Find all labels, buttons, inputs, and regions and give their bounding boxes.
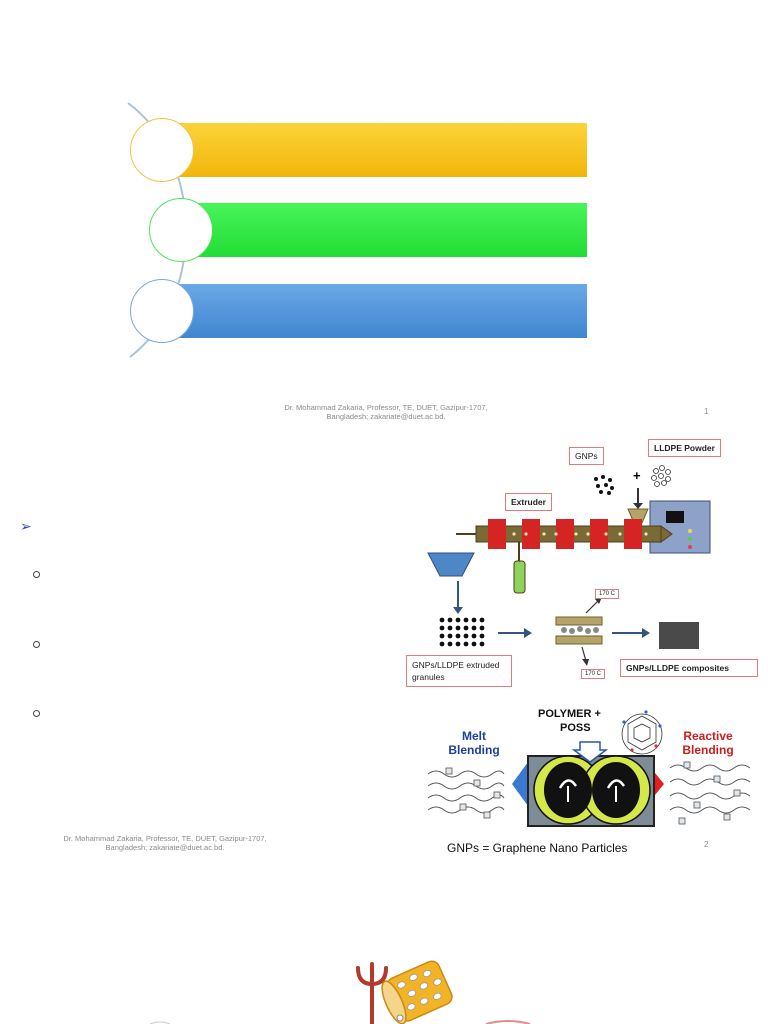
bar-yellow: [162, 123, 587, 177]
bullet-circle-2: [33, 641, 40, 648]
slide-1: Dr. Mohammad Zakaria, Professor, TE, DUE…: [0, 0, 768, 428]
caption-gnps: GNPs = Graphene Nano Particles: [447, 841, 628, 855]
label-gnps: GNPs: [569, 447, 604, 465]
extrusion-drawing: [427, 465, 711, 666]
bullet-circle-1: [33, 571, 40, 578]
blending-drawing: [427, 710, 751, 827]
footer-line-1: Dr. Mohammad Zakaria, Professor, TE, DUE…: [284, 403, 488, 412]
bar-blue: [162, 284, 587, 338]
bullet-circle-3: [33, 710, 40, 717]
label-temp-bottom: 170 C: [581, 669, 606, 679]
slide-3: [0, 860, 768, 1024]
slide3-illustration: [149, 960, 531, 1024]
circle-2: [149, 198, 213, 262]
extrusion-diagram: GNPs LLDPE Powder + Extruder 170 C 170 C…: [406, 433, 760, 693]
page-number: 1: [704, 407, 709, 416]
blending-diagram: POLYMER + POSS Melt Blending Reactive Bl…: [424, 702, 760, 842]
label-granules: GNPs/LLDPE extruded granules: [406, 655, 512, 687]
label-poss: POSS: [560, 722, 591, 734]
label-extruder: Extruder: [505, 493, 552, 511]
slide2-footer: Dr. Mohammad Zakaria, Professor, TE, DUE…: [20, 834, 310, 852]
slide1-footer: Dr. Mohammad Zakaria, Professor, TE, DUE…: [236, 403, 536, 421]
page-number: 2: [704, 840, 709, 849]
plus-sign: +: [633, 468, 641, 483]
circle-1: [130, 118, 194, 182]
arrow-bullet-icon: ➢: [20, 519, 32, 535]
label-composites: GNPs/LLDPE composites: [620, 659, 758, 677]
footer-line-1: Dr. Mohammad Zakaria, Professor, TE, DUE…: [63, 834, 267, 843]
label-temp-top: 170 C: [595, 589, 620, 599]
circle-3: [130, 279, 194, 343]
label-lldpe-powder: LLDPE Powder: [648, 439, 721, 457]
label-polymer: POLYMER +: [538, 708, 601, 720]
label-melt-blending: Melt Blending: [448, 729, 500, 757]
bar-green: [182, 203, 587, 257]
footer-line-2: Bangladesh; zakariate@duet.ac.bd.: [326, 412, 446, 421]
label-reactive-blending: Reactive Blending: [682, 729, 734, 757]
slide-2: ➢: [0, 428, 768, 860]
footer-line-2: Bangladesh; zakariate@duet.ac.bd.: [105, 843, 225, 852]
